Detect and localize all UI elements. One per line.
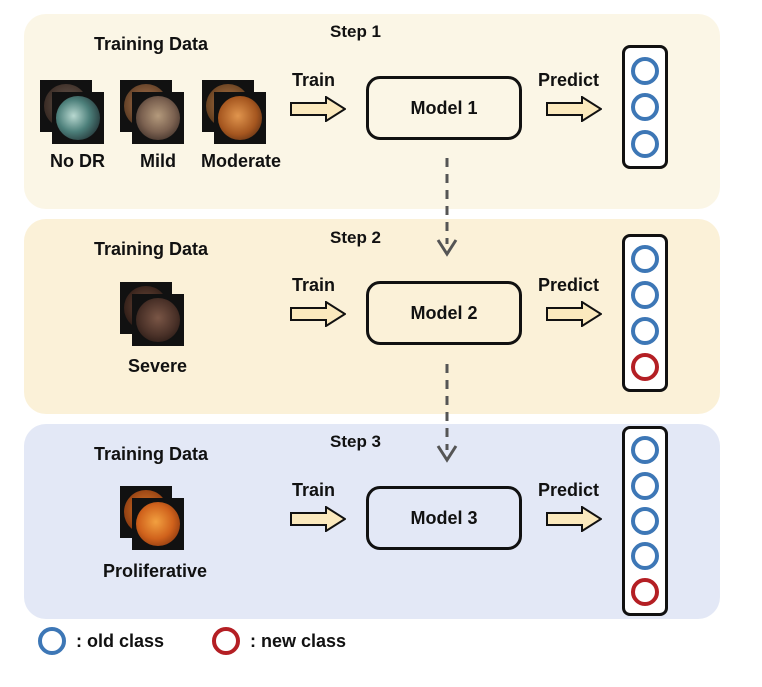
step-2-title: Step 2 <box>330 228 382 247</box>
old-class-circle-icon <box>631 471 659 500</box>
legend-new-class-circle-icon <box>212 627 240 655</box>
old-class-circle-icon <box>631 245 659 273</box>
step-3-title: Step 3 <box>330 432 382 451</box>
old-class-circle-icon <box>631 542 659 571</box>
model-3-box: Model 3 <box>366 486 522 550</box>
old-class-circle-icon <box>631 56 659 85</box>
old-class-circle-icon <box>631 281 659 309</box>
step-1-title: Step 1 <box>330 22 382 41</box>
prediction-output-1 <box>622 45 668 169</box>
fundus-image-no-dr <box>52 92 104 144</box>
old-class-circle-icon <box>631 506 659 535</box>
fundus-image-mild <box>132 92 184 144</box>
train-arrow-icon-1 <box>290 96 346 122</box>
dashed-arrow-icon-1-to-2 <box>436 158 458 257</box>
model-1-box: Model 1 <box>366 76 522 140</box>
old-class-circle-icon <box>631 317 659 345</box>
legend-old-class-circle-icon <box>38 627 66 655</box>
old-class-circle-icon <box>631 93 659 121</box>
train-arrow-icon-3 <box>290 506 346 532</box>
predict-arrow-icon-3 <box>546 506 602 532</box>
fundus-image-moderate <box>214 92 266 144</box>
predict-label-3: Predict <box>538 480 600 500</box>
train-label-2: Train <box>292 275 336 295</box>
train-arrow-icon-2 <box>290 301 346 327</box>
fundus-image-proliferative <box>132 498 184 550</box>
new-class-circle-icon <box>631 577 659 606</box>
prediction-output-3 <box>622 426 668 616</box>
dashed-arrow-icon-2-to-3 <box>436 364 458 463</box>
image-label-mild: Mild <box>140 151 176 171</box>
old-class-circle-icon <box>631 129 659 158</box>
predict-label-1: Predict <box>538 70 600 90</box>
fundus-image-severe <box>132 294 184 346</box>
image-label-proliferative: Proliferative <box>103 561 208 581</box>
step-1-training-label: Training Data <box>94 34 209 54</box>
image-label-moderate: Moderate <box>201 151 282 171</box>
step-2-training-label: Training Data <box>94 239 209 259</box>
legend-new-class-label: : new class <box>250 631 347 651</box>
model-2-box: Model 2 <box>366 281 522 345</box>
predict-label-2: Predict <box>538 275 600 295</box>
image-label-no-dr: No DR <box>50 151 105 171</box>
predict-arrow-icon-2 <box>546 301 602 327</box>
train-label-1: Train <box>292 70 336 90</box>
prediction-output-2 <box>622 234 668 392</box>
step-3-training-label: Training Data <box>94 444 209 464</box>
image-label-severe: Severe <box>128 356 188 376</box>
new-class-circle-icon <box>631 353 659 381</box>
old-class-circle-icon <box>631 436 659 465</box>
legend-old-class-label: : old class <box>76 631 165 651</box>
predict-arrow-icon-1 <box>546 96 602 122</box>
train-label-3: Train <box>292 480 336 500</box>
